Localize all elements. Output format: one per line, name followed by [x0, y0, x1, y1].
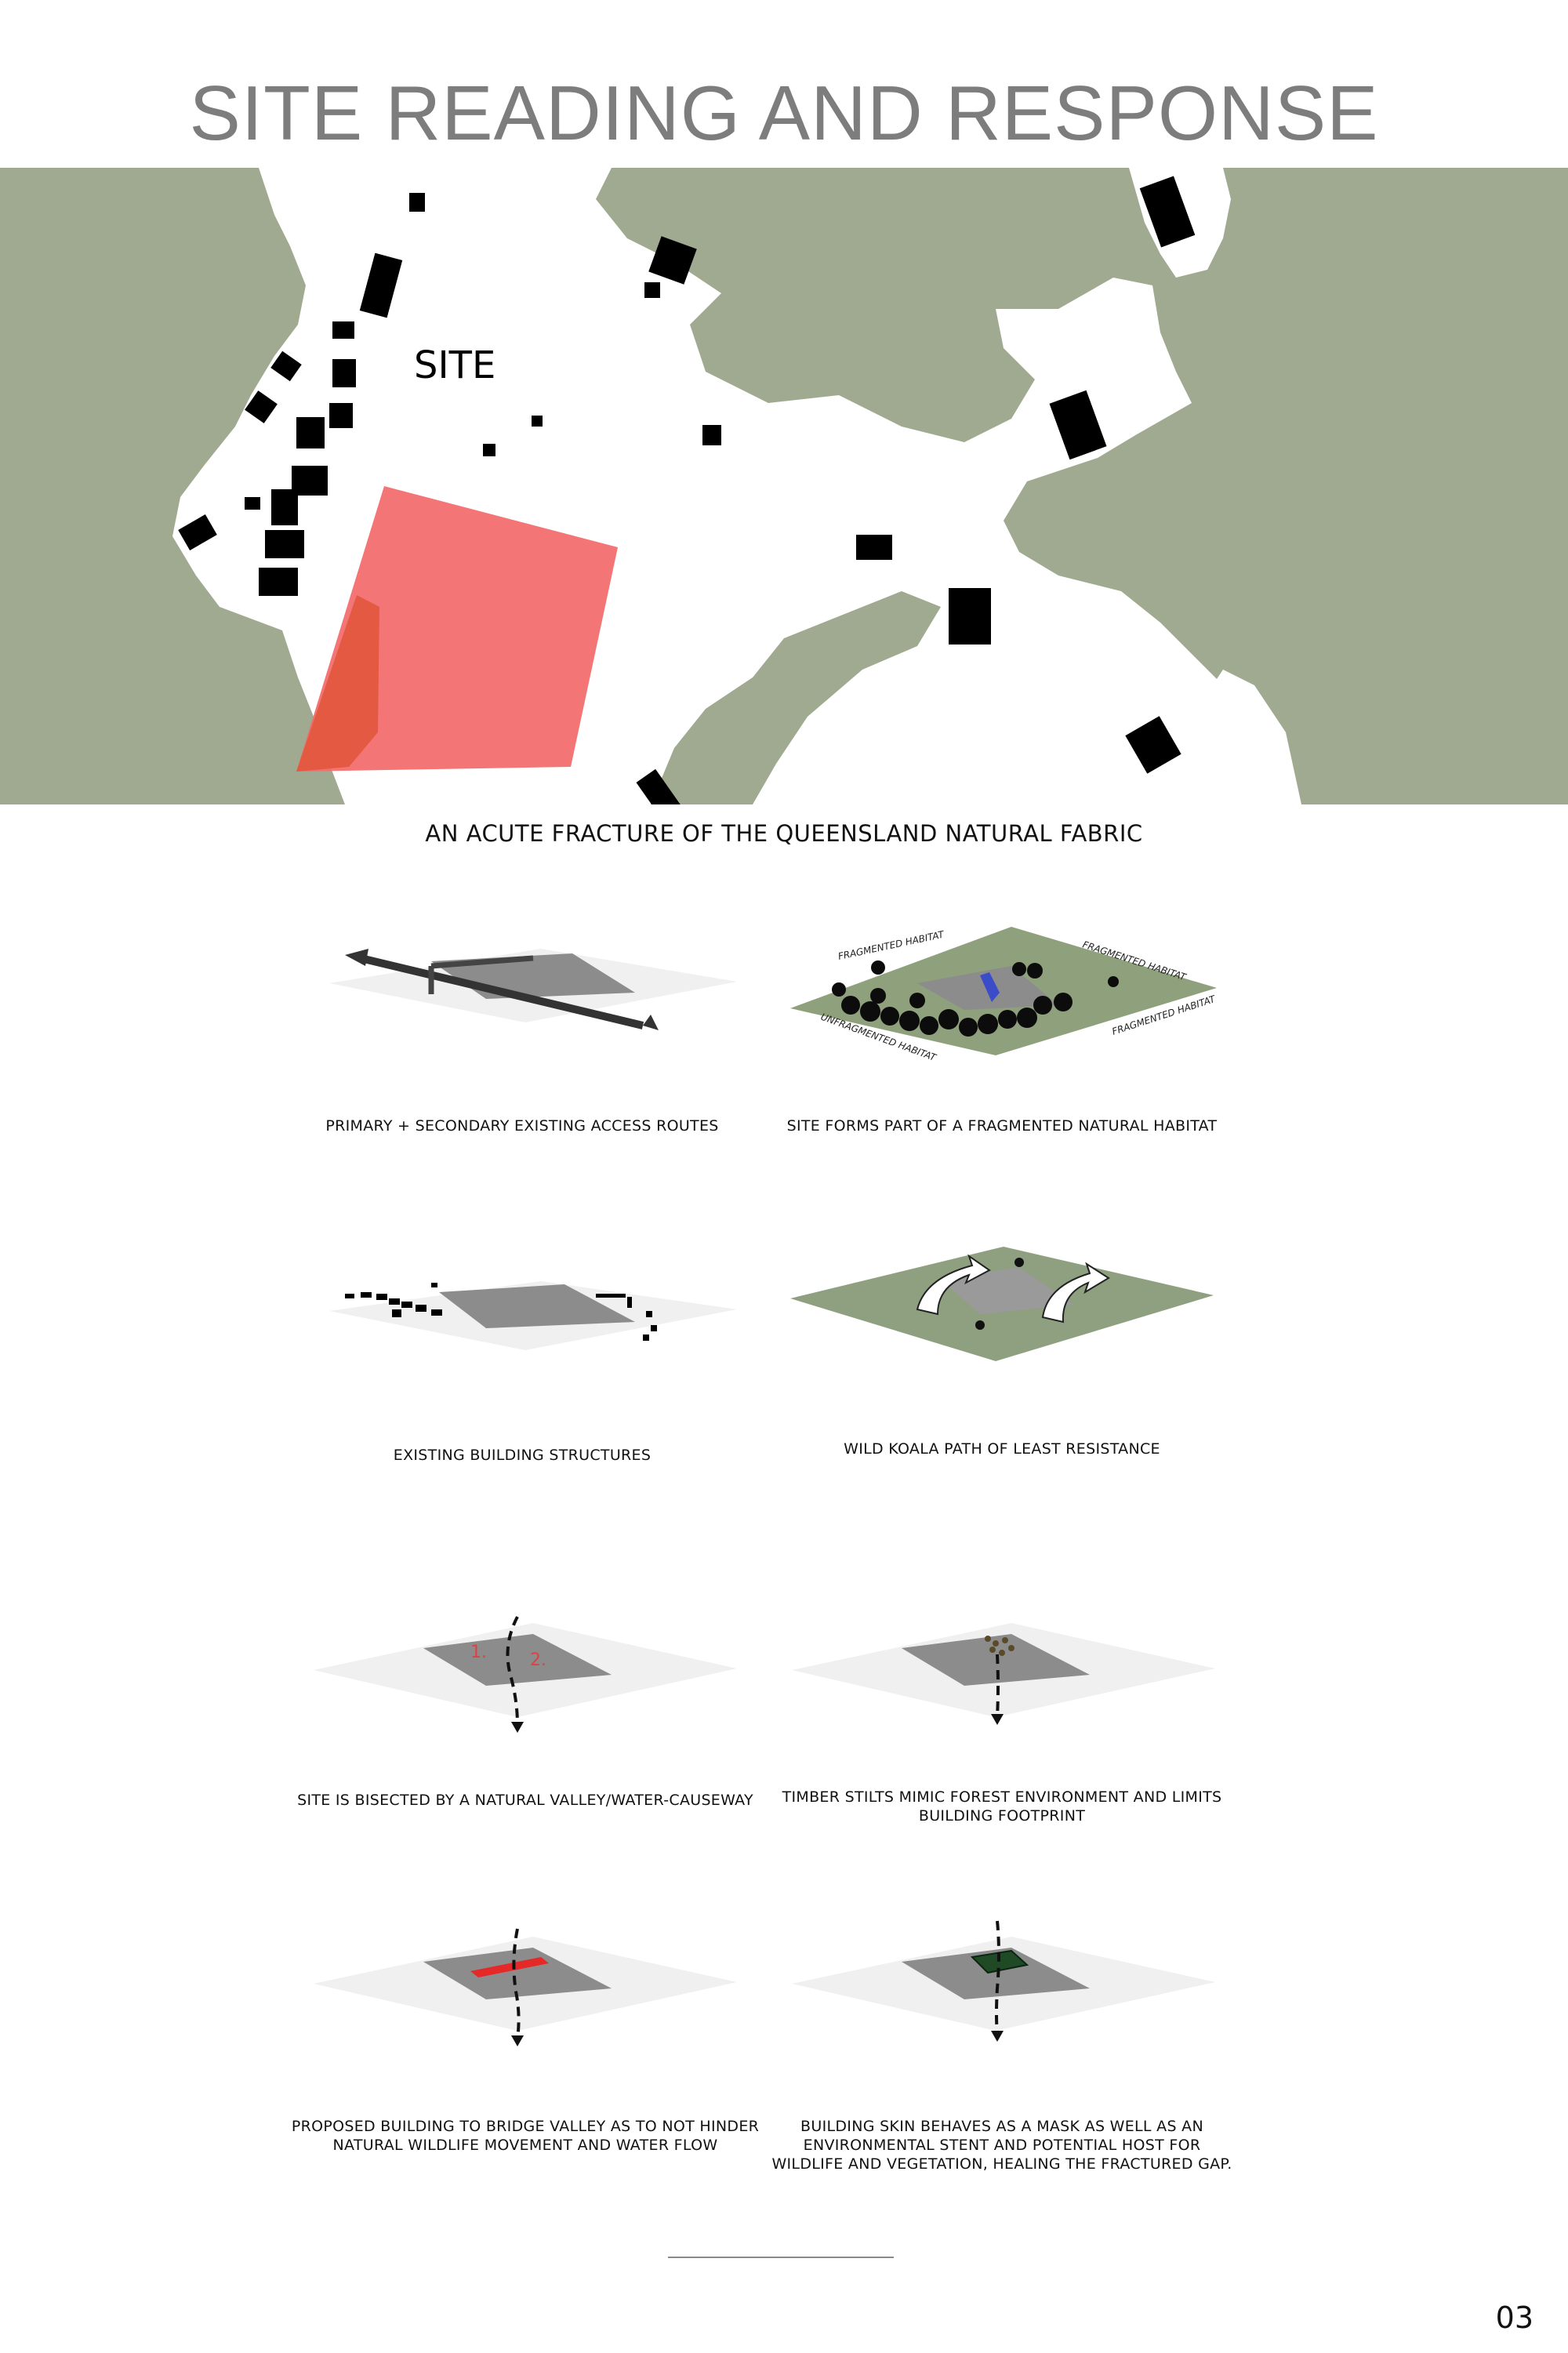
existing-buildings-diagram [329, 1281, 737, 1350]
valley-diagram: 1. 2. [314, 1616, 737, 1733]
divider [668, 2257, 894, 2258]
timber-stilts-diagram [792, 1623, 1215, 1725]
panel-4-caption: WILD KOALA PATH OF LEAST RESISTANCE [844, 1440, 1160, 1458]
panel-7-caption: PROPOSED BUILDING TO BRIDGE VALLEY AS TO… [235, 2117, 815, 2155]
access-routes-diagram [329, 949, 737, 1030]
map-caption: AN ACUTE FRACTURE OF THE QUEENSLAND NATU… [425, 820, 1143, 847]
panel-1-caption: PRIMARY + SECONDARY EXISTING ACCESS ROUT… [325, 1117, 719, 1135]
panel-6-caption: TIMBER STILTS MIMIC FOREST ENVIRONMENT A… [712, 1788, 1292, 1825]
building-skin-diagram [792, 1920, 1215, 2042]
panel-8-caption-line-3: WILDLIFE AND VEGETATION, HEALING THE FRA… [771, 2155, 1232, 2173]
site-map: SITE [0, 168, 1568, 804]
koala-path-diagram [790, 1247, 1214, 1361]
page-title: SITE READING AND RESPONSE [189, 70, 1379, 156]
habitat-diagram: FRAGMENTED HABITAT FRAGMENTED HABITAT FR… [790, 927, 1218, 1064]
panel-5-caption: SITE IS BISECTED BY A NATURAL VALLEY/WAT… [297, 1792, 753, 1809]
panel-3-caption: EXISTING BUILDING STRUCTURES [393, 1447, 652, 1464]
panel-6-caption-line-1: TIMBER STILTS MIMIC FOREST ENVIRONMENT A… [782, 1788, 1222, 1806]
panel-2-caption: SITE FORMS PART OF A FRAGMENTED NATURAL … [786, 1117, 1218, 1135]
zone-1-label: 1. [470, 1643, 487, 1662]
zone-2-label: 2. [530, 1650, 546, 1670]
panel-6-caption-line-2: BUILDING FOOTPRINT [918, 1807, 1086, 1825]
panel-8-caption-line-2: ENVIRONMENTAL STENT AND POTENTIAL HOST F… [803, 2137, 1201, 2154]
site-label: SITE [414, 343, 495, 387]
page-number: 03 [1495, 2300, 1534, 2335]
panel-7-caption-line-2: NATURAL WILDLIFE MOVEMENT AND WATER FLOW [332, 2137, 718, 2154]
tree-icons [832, 960, 1119, 1037]
proposed-building-diagram [314, 1928, 737, 2046]
panel-8-caption-line-1: BUILDING SKIN BEHAVES AS A MASK AS WELL … [800, 2118, 1203, 2135]
site-overlap [296, 595, 379, 772]
panel-7-caption-line-1: PROPOSED BUILDING TO BRIDGE VALLEY AS TO… [291, 2118, 760, 2135]
koala-arrow-2-icon [1041, 1262, 1110, 1324]
panel-8-caption: BUILDING SKIN BEHAVES AS A MASK AS WELL … [712, 2117, 1292, 2173]
building-footprints [178, 176, 1196, 804]
koala-arrow-1-icon [916, 1254, 991, 1316]
